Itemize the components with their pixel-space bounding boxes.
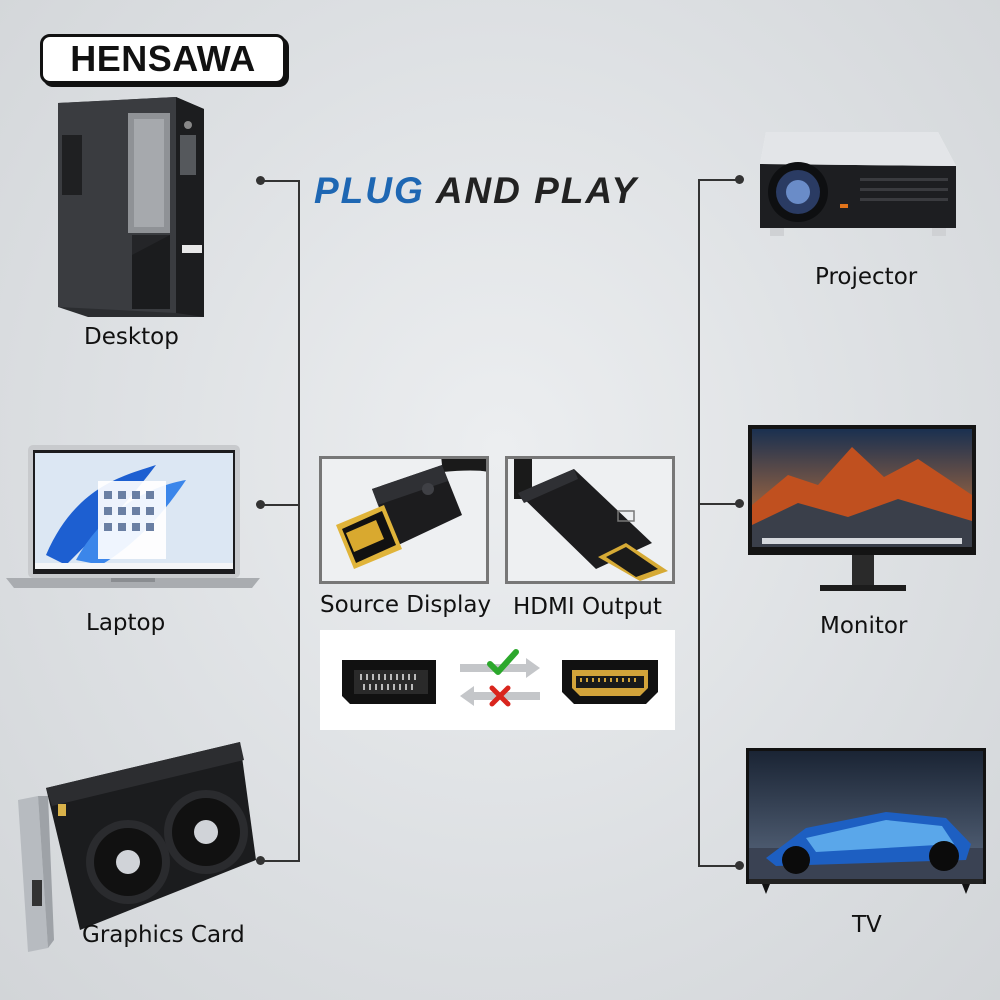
connector-dot [735,861,744,870]
connector-dot [735,499,744,508]
headline-and-play: AND PLAY [435,170,639,211]
displayport-connector-box [319,456,489,584]
hdmi-output-label: HDMI Output [513,594,662,620]
connector-line [298,180,300,862]
graphics-card-label: Graphics Card [82,922,245,948]
projector-label: Projector [815,264,918,290]
source-display-label: Source Display [320,592,492,618]
connector-dot [256,176,265,185]
headline-plug: PLUG [314,170,425,211]
connector-line [698,503,740,505]
connector-line [698,865,740,867]
cross-icon [489,685,511,707]
connector-dot [735,175,744,184]
desktop-tower-icon [48,95,208,320]
connector-line [698,179,700,867]
monitor-label: Monitor [820,613,908,639]
projector-icon [756,128,960,240]
connector-line [261,860,300,862]
connector-dot [256,500,265,509]
laptop-label: Laptop [86,610,166,636]
monitor-icon [748,425,978,595]
tv-icon [746,748,986,898]
brand-logo: HENSAWA [40,34,286,84]
desktop-label: Desktop [84,324,179,350]
compatibility-panel [320,630,675,730]
check-icon [487,649,519,675]
tv-label: TV [852,912,882,938]
laptop-icon [6,445,260,590]
hdmi-connector-box [505,456,675,584]
connector-line [698,179,740,181]
displayport-port-icon [342,660,436,704]
graphics-card-icon [18,740,258,955]
connector-line [261,504,300,506]
displayport-plug-icon [336,459,486,569]
hdmi-plug-icon [514,459,668,581]
connector-dot [256,856,265,865]
connector-line [261,180,300,182]
hdmi-port-icon [562,660,658,704]
headline: PLUG AND PLAY [314,170,694,216]
